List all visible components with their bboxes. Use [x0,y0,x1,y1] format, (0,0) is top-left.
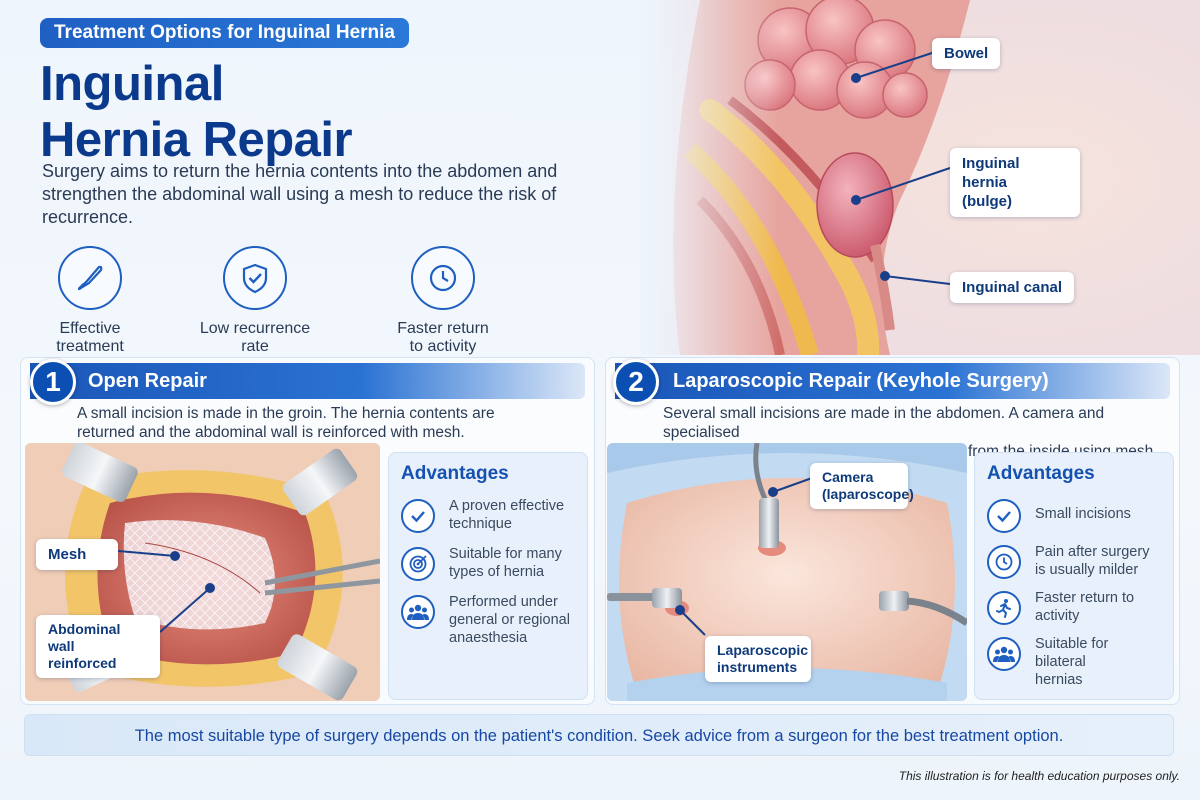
shield-check-icon [223,246,287,310]
bowel-label: Bowel [932,38,1001,69]
scalpel-icon [58,246,122,310]
clock-icon [987,545,1021,579]
open-repair-description: A small incision is made in the groin. T… [77,405,495,441]
intro-text: Surgery aims to return the hernia conten… [42,161,558,227]
inguinal-canal-label: Inguinal canal [950,272,1075,303]
list-item: Small incisions [987,497,1161,533]
open-repair-heading: Open Repair [30,363,585,399]
advice-banner: The most suitable type of surgery depend… [24,714,1174,756]
target-icon [401,547,435,581]
disclaimer: This illustration is for health educatio… [898,769,1180,783]
advantages-title: Advantages [987,463,1095,484]
check-icon [401,499,435,533]
people-icon [987,637,1021,671]
running-person-icon [987,591,1021,625]
laparoscopic-repair-heading: Laparoscopic Repair (Keyhole Surgery) [615,363,1170,399]
laparoscopic-repair-illustration [607,443,967,701]
clock-icon [411,246,475,310]
topic-pill: Treatment Options for Inguinal Hernia [40,18,409,48]
camera-label: Camera(laparoscope) [810,463,914,509]
people-icon [401,595,435,629]
anatomy-illustration [640,0,1200,355]
advantages-title: Advantages [401,463,509,484]
page-title: Inguinal Hernia Repair [40,57,353,167]
inguinal-hernia-label: Inguinal hernia(bulge) [950,148,1080,217]
laparoscopic-advantages: Advantages Small incisions Pain after su… [974,452,1174,700]
open-repair-number: 1 [30,359,76,405]
laparoscopic-repair-number: 2 [613,359,659,405]
check-icon [987,499,1021,533]
mesh-label: Mesh [36,539,118,570]
